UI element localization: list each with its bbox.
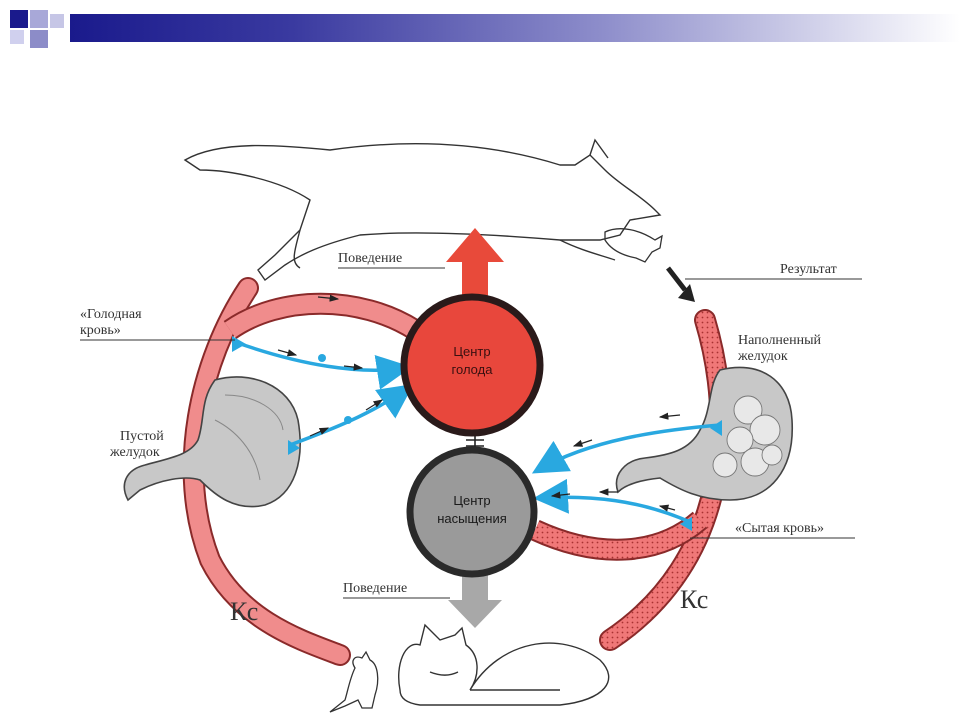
header-square-dark — [10, 10, 28, 28]
empty-stomach-illustration — [123, 376, 301, 508]
flow-direction-arrows — [277, 294, 681, 512]
result-arrow — [666, 266, 687, 292]
header-square-light — [50, 14, 64, 28]
hunting-cat-illustration — [183, 138, 662, 281]
full-stomach-label-1: Наполненный — [738, 333, 822, 348]
fed-blood-to-satiety-center-nerve — [533, 478, 691, 524]
mouse-prey-illustration — [604, 228, 663, 263]
full-stomach-label-2: желудок — [737, 349, 788, 364]
hunger-center-label-1: Центр — [453, 344, 490, 359]
hungry-blood-to-hunger-center-nerve — [234, 340, 412, 390]
sitting-mouse-illustration — [329, 650, 379, 713]
hunger-center: Центр голода — [400, 293, 544, 437]
behavior-top-label: Поведение — [338, 251, 402, 266]
result-arrow-head — [678, 284, 695, 302]
header-gradient-bar — [70, 14, 960, 42]
empty-stomach-label-1: Пустой — [120, 429, 164, 444]
sleeping-cat-illustration — [398, 623, 610, 706]
hungry-blood-label-2: кровь» — [80, 323, 121, 338]
fed-blood-label: «Сытая кровь» — [735, 521, 824, 536]
food-contents — [712, 395, 783, 478]
full-stomach-to-satiety-center-nerve — [531, 423, 721, 474]
header-square-mid — [30, 30, 48, 48]
kc-right-label: Кс — [680, 585, 708, 614]
satiety-center-label-2: насыщения — [437, 511, 507, 526]
nerve-endings — [232, 336, 722, 531]
satiety-center-label-1: Центр — [453, 493, 490, 508]
kc-left-label: Кс — [230, 597, 258, 626]
hunger-center-label-2: голода — [452, 362, 494, 377]
behavior-down-arrow — [448, 565, 502, 628]
header-square-light — [10, 30, 24, 44]
header-square-light — [30, 10, 48, 28]
satiety-center: Центр насыщения — [406, 446, 538, 578]
slide-header — [0, 0, 960, 60]
left-blood-vessel — [182, 277, 421, 666]
result-label: Результат — [780, 262, 837, 277]
empty-stomach-label-2: желудок — [109, 445, 160, 460]
behavior-bottom-label: Поведение — [343, 581, 407, 596]
full-stomach-illustration — [615, 366, 793, 501]
behavior-up-arrow — [446, 228, 504, 300]
hungry-blood-label-1: «Голодная — [80, 307, 142, 322]
